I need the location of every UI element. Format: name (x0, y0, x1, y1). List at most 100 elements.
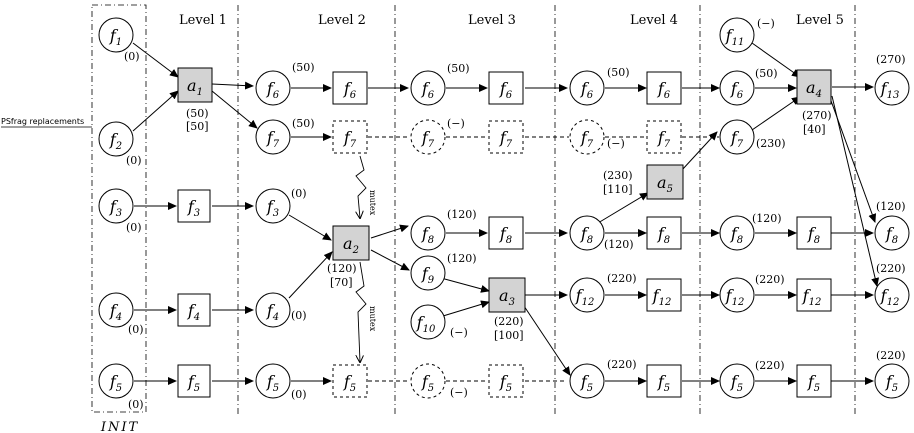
cost-label: [100] (494, 329, 524, 342)
cost-label: (220) (607, 272, 637, 285)
fact-node-f5-dashed: f5 (410, 363, 446, 399)
svg-text:f5: f5 (109, 372, 122, 394)
svg-text:f12: f12 (575, 286, 595, 308)
side-label: PSfrag replacements (1, 117, 84, 126)
edge-arrow (288, 251, 333, 299)
noop-node-f6: f6 (332, 71, 368, 105)
svg-text:f5: f5 (657, 372, 670, 394)
fact-node-f10: f10 (410, 304, 446, 340)
noop-node-f6: f6 (646, 71, 682, 105)
fact-node-f4: f4 (255, 292, 291, 328)
edge-arrow (440, 277, 490, 293)
edge-arrow (681, 131, 718, 171)
level-title: Level 3 (468, 13, 516, 28)
svg-text:f7: f7 (343, 128, 357, 150)
edge-arrow (442, 300, 490, 317)
cost-label: (220) (876, 262, 906, 275)
fact-node-f5: f5 (719, 363, 755, 399)
svg-text:a2: a2 (343, 234, 359, 256)
fact-node-f6: f6 (255, 70, 291, 106)
svg-text:f7: f7 (580, 128, 594, 150)
fact-node-f1: f1 (98, 17, 134, 53)
svg-text:f5: f5 (499, 372, 512, 394)
svg-text:f3: f3 (266, 197, 279, 219)
svg-text:f7: f7 (421, 128, 435, 150)
cost-label: (0) (128, 323, 144, 336)
fact-node-f7: f7 (255, 119, 291, 155)
svg-text:f1: f1 (109, 26, 122, 48)
cost-label: (0) (124, 50, 140, 63)
level-title: Level 5 (796, 13, 844, 28)
cost-label: [110] (603, 183, 633, 196)
level-titles: Level 1 Level 2 Level 3 Level 4 Level 5 (179, 13, 844, 28)
noop-node-f3: f3 (177, 189, 211, 223)
cost-label: (−) (447, 117, 465, 130)
noop-node-f6: f6 (488, 71, 524, 105)
cost-label: (220) (876, 349, 906, 362)
fact-node-f7: f7 (719, 119, 755, 155)
fact-node-f3: f3 (255, 188, 291, 224)
edge-arrow (132, 90, 179, 132)
fact-node-f12: f12 (719, 277, 755, 313)
noop-node-f8: f8 (796, 216, 832, 250)
noop-node-f7-dashed: f7 (646, 120, 682, 154)
svg-text:f3: f3 (187, 197, 200, 219)
noop-node-f8: f8 (488, 216, 524, 250)
level-title: Level 1 (179, 13, 227, 28)
svg-text:f5: f5 (343, 372, 356, 394)
edge-arrow (597, 192, 649, 224)
cost-label: (50) (607, 66, 630, 79)
svg-text:f5: f5 (187, 372, 200, 394)
cost-labels: (0) (0) (0) (0) (0) (50) [50] (50) (50) … (124, 17, 906, 411)
mutex-zigzag (355, 261, 367, 362)
fact-node-f4: f4 (98, 292, 134, 328)
edge-arrow (288, 214, 332, 241)
cost-label: (50) (755, 67, 778, 80)
cost-label: (120) (447, 252, 477, 265)
fact-node-f13: f13 (874, 70, 910, 106)
fact-node-f5: f5 (569, 363, 605, 399)
edges (132, 42, 880, 385)
svg-text:a3: a3 (499, 286, 515, 308)
svg-text:f6: f6 (421, 79, 435, 101)
svg-text:f6: f6 (657, 79, 671, 101)
noop-node-f7-dashed: f7 (332, 120, 368, 154)
edge-arrow (751, 42, 801, 78)
svg-text:f6: f6 (730, 79, 744, 101)
cost-label: (220) (607, 358, 637, 371)
cost-label: (120) (752, 212, 782, 225)
fact-node-f12: f12 (569, 277, 605, 313)
level-title: Level 2 (318, 13, 366, 28)
noop-node-f5: f5 (796, 364, 832, 398)
noop-node-f4: f4 (177, 293, 211, 327)
edge-arrow (211, 90, 258, 129)
cost-label: (0) (128, 398, 144, 411)
svg-text:f5: f5 (421, 372, 434, 394)
svg-text:f7: f7 (266, 128, 280, 150)
action-node-a5: a5 (646, 164, 684, 200)
cost-label: (120) (447, 208, 477, 221)
cost-label: (120) (604, 238, 634, 251)
cost-label: [50] (186, 120, 209, 133)
svg-text:a4: a4 (806, 78, 822, 100)
cost-label: (120) (876, 200, 906, 213)
fact-node-f6: f6 (569, 70, 605, 106)
svg-text:f8: f8 (580, 224, 593, 246)
svg-text:f8: f8 (885, 224, 898, 246)
svg-text:f13: f13 (880, 79, 900, 101)
svg-text:f3: f3 (109, 197, 122, 219)
noop-node-f12: f12 (646, 278, 682, 312)
noop-node-f5: f5 (177, 364, 211, 398)
cost-label: (0) (291, 187, 307, 200)
edge-arrow (521, 302, 571, 376)
cost-label: (50) (292, 117, 315, 130)
noop-node-f8: f8 (646, 216, 682, 250)
fact-node-f9: f9 (410, 255, 446, 291)
fact-nodes: f1 f2 f3 f4 f5 f6 f7 f3 (98, 17, 910, 399)
svg-text:f6: f6 (499, 79, 513, 101)
svg-text:f12: f12 (652, 286, 672, 308)
svg-text:a5: a5 (657, 173, 673, 195)
edge-arrow (370, 249, 410, 271)
cost-label: [40] (803, 123, 826, 136)
fact-node-f7-dashed: f7 (410, 119, 446, 155)
